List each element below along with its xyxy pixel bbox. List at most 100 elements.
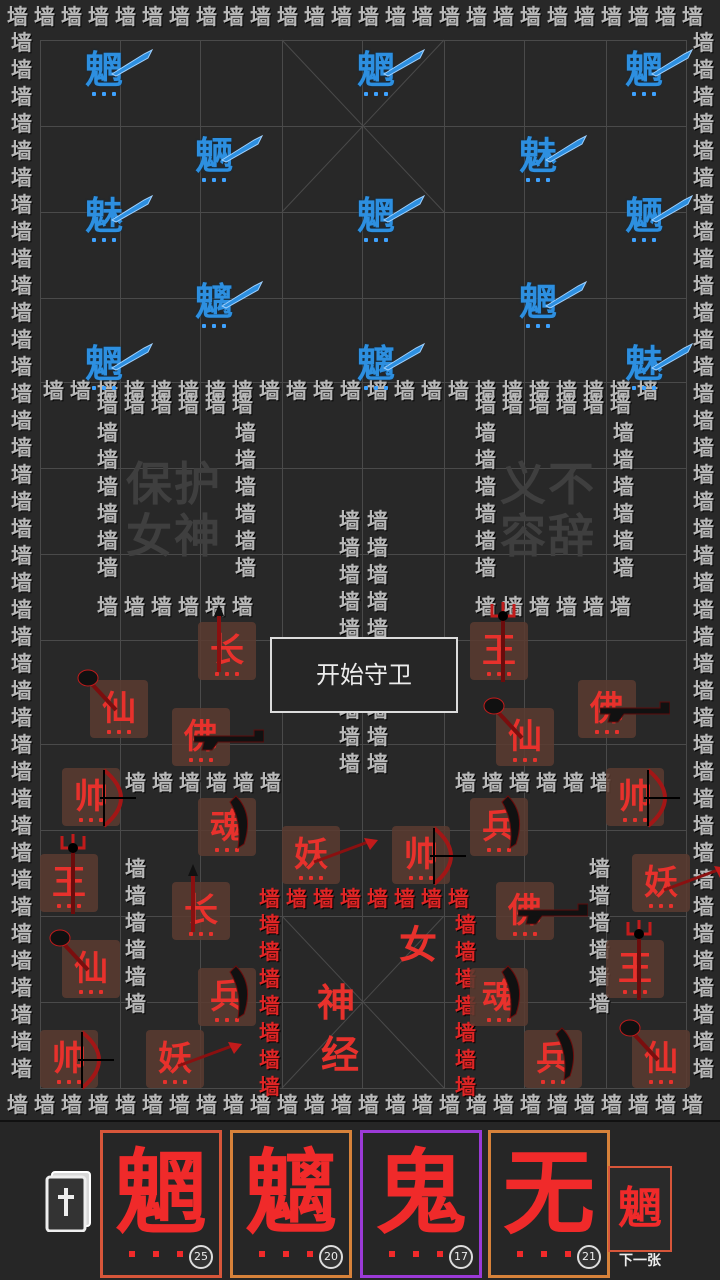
ally-piece[interactable]: 长: [172, 864, 230, 940]
enemy-ghost-piece[interactable]: 魑: [346, 334, 426, 394]
pip: [649, 1080, 653, 1084]
enemy-ghost-piece[interactable]: 魑: [184, 272, 264, 332]
ally-piece[interactable]: 仙: [49, 929, 120, 998]
wall-block: 墙: [259, 887, 280, 911]
pip: [259, 1251, 265, 1257]
ally-piece[interactable]: 魂: [198, 795, 256, 856]
ally-pips: [57, 904, 83, 909]
card-cost-badge: 25: [189, 1245, 213, 1269]
ally-piece[interactable]: 帅: [392, 826, 466, 886]
pip: [89, 990, 93, 994]
zone-label-line: 保护: [126, 457, 222, 511]
pip: [127, 730, 131, 734]
enemy-ghost-piece[interactable]: 魍: [74, 40, 154, 100]
pip: [102, 238, 106, 242]
wall-block: 墙: [196, 1093, 217, 1117]
grid-line-horizontal: [40, 468, 686, 469]
enemy-ghost-piece[interactable]: 魍: [346, 40, 426, 100]
wall-block: 墙: [601, 5, 622, 29]
start-defense-button[interactable]: 开始守卫: [270, 637, 458, 713]
next-card-preview: 魍: [608, 1166, 672, 1252]
sword-icon: [110, 194, 154, 223]
ally-piece[interactable]: 帅: [40, 1030, 114, 1090]
wall-block: 墙: [613, 556, 634, 580]
wall-block: 墙: [421, 379, 442, 403]
enemy-ghost-piece[interactable]: 魍: [508, 272, 588, 332]
pip: [89, 818, 93, 822]
wall-block: 墙: [482, 771, 503, 795]
wall-block: 墙: [223, 5, 244, 29]
wall-block: 墙: [475, 393, 496, 417]
wall-block: 墙: [589, 911, 610, 935]
ally-piece[interactable]: 魂: [470, 965, 528, 1026]
wall-block: 墙: [11, 328, 32, 352]
wall-block: 墙: [693, 31, 714, 55]
pip: [99, 818, 103, 822]
ally-piece[interactable]: 长: [198, 604, 256, 680]
ally-piece[interactable]: 王: [470, 602, 528, 682]
ally-piece[interactable]: 佛: [578, 680, 671, 738]
ally-piece[interactable]: 仙: [619, 1019, 690, 1088]
ally-piece[interactable]: 帅: [606, 768, 680, 828]
wall-block: 墙: [235, 529, 256, 553]
ally-piece[interactable]: 王: [606, 920, 664, 1000]
wall-block: 墙: [637, 379, 658, 403]
enemy-ghost-piece[interactable]: 魉: [184, 126, 264, 186]
enemy-ghost-piece[interactable]: 魉: [614, 186, 694, 246]
wall-block: 墙: [529, 379, 550, 403]
pip: [92, 386, 96, 390]
wall-block: 墙: [693, 58, 714, 82]
enemy-ghost-piece[interactable]: 魅: [74, 186, 154, 246]
wall-block: 墙: [693, 436, 714, 460]
sword-icon: [382, 194, 426, 223]
wall-block: 墙: [125, 938, 146, 962]
wall-block: 墙: [439, 5, 460, 29]
wall-block: 墙: [340, 379, 361, 403]
ally-piece[interactable]: 妖: [146, 1030, 242, 1088]
wall-block: 墙: [502, 379, 523, 403]
enemy-ghost-piece[interactable]: 魍: [346, 186, 426, 246]
ally-piece[interactable]: 王: [40, 834, 98, 914]
wall-block: 墙: [547, 1093, 568, 1117]
enemy-ghost-piece[interactable]: 魍: [614, 40, 694, 100]
wall-block: 墙: [304, 5, 325, 29]
ally-piece[interactable]: 仙: [77, 669, 148, 738]
ally-piece[interactable]: 妖: [632, 854, 720, 912]
ally-tile: [470, 622, 528, 680]
wall-block: 墙: [125, 857, 146, 881]
ally-piece[interactable]: 兵: [198, 965, 256, 1026]
ally-piece[interactable]: 兵: [524, 1027, 582, 1088]
ally-piece[interactable]: 兵: [470, 795, 528, 856]
pip: [526, 324, 530, 328]
enemy-ghost-piece[interactable]: 魍: [74, 334, 154, 394]
ally-piece[interactable]: 帅: [62, 768, 136, 828]
ally-tile: [606, 940, 664, 998]
ally-piece[interactable]: 佛: [172, 708, 265, 766]
pip: [112, 92, 116, 96]
enemy-ghost-piece[interactable]: 魅: [614, 334, 694, 394]
sword-icon: [382, 48, 426, 77]
grid-line-horizontal: [40, 916, 686, 917]
card-char: 魑: [244, 1140, 337, 1247]
pip: [79, 818, 83, 822]
wall-block: 墙: [11, 841, 32, 865]
wall-block: 墙: [125, 884, 146, 908]
wall-block: 墙: [655, 1093, 676, 1117]
wall-block: 墙: [367, 379, 388, 403]
card-deck-icon[interactable]: [44, 1170, 94, 1233]
palace-diagonal: [281, 39, 445, 213]
wall-block: 墙: [475, 421, 496, 445]
wall-block: 墙: [11, 166, 32, 190]
ally-piece[interactable]: 仙: [483, 697, 554, 766]
game-board[interactable]: 墙墙墙墙墙墙墙墙墙墙墙墙墙墙墙墙墙墙墙墙墙墙墙墙墙墙墙墙墙墙墙墙墙墙墙墙墙墙墙墙…: [0, 0, 720, 1120]
wall-block: 墙: [693, 328, 714, 352]
wall-block: 墙: [11, 571, 32, 595]
ally-piece[interactable]: 佛: [496, 882, 589, 940]
enemy-ghost-piece[interactable]: 魅: [508, 126, 588, 186]
wall-block: 墙: [693, 598, 714, 622]
ally-piece[interactable]: 妖: [282, 826, 378, 884]
